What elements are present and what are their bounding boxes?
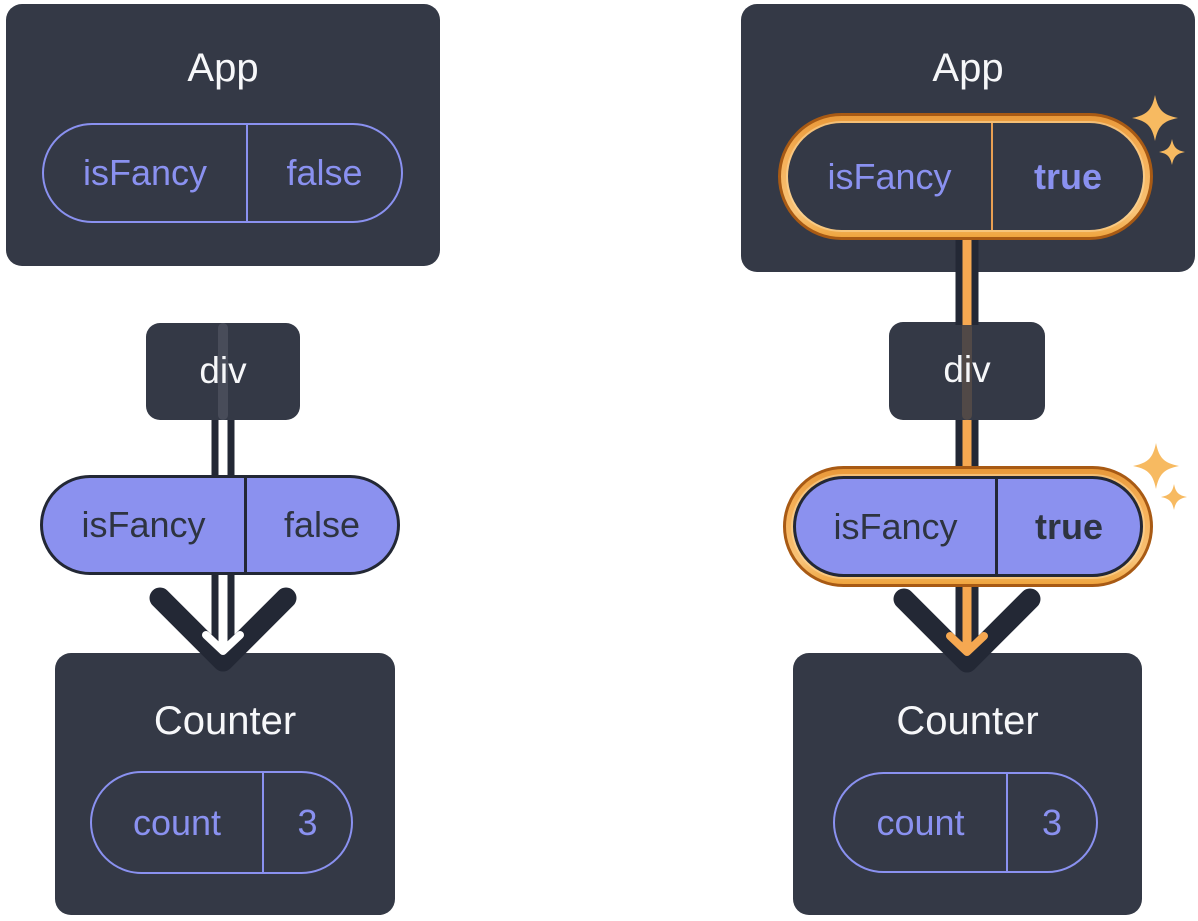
component-title-app: App (932, 46, 1004, 90)
div-node-box-after: div (889, 322, 1045, 420)
div-node-box-before: div (146, 323, 300, 420)
changed-prop-highlight-ring: isFancy true (783, 466, 1153, 587)
state-key: isFancy (788, 123, 993, 230)
prop-pill-before: isFancy false (40, 475, 400, 575)
state-pill-app-before: isFancy false (42, 123, 403, 223)
component-title-app: App (187, 46, 259, 90)
state-value: false (286, 152, 363, 193)
state-pill-counter-before: count 3 (90, 771, 353, 874)
state-value: true (1033, 155, 1102, 197)
sparkle-icon (1161, 484, 1187, 510)
node-title-div: div (943, 349, 991, 391)
arrow-ghost-line (218, 323, 228, 420)
prop-value: false (283, 504, 361, 545)
component-title-counter: Counter (153, 699, 297, 743)
state-key: isFancy (44, 125, 248, 221)
prop-key: isFancy (796, 479, 998, 574)
state-value: 3 (1041, 801, 1063, 843)
prop-value: true (1034, 505, 1103, 547)
state-value: 3 (297, 801, 318, 843)
component-title-counter: Counter (896, 699, 1039, 743)
prop-pill-after: isFancy true (793, 476, 1143, 577)
state-key: count (835, 774, 1008, 871)
state-pill-app-after: isFancy true (788, 123, 1143, 230)
state-key: count (92, 773, 264, 872)
prop-key: isFancy (43, 478, 247, 572)
changed-state-highlight-ring: isFancy true (778, 113, 1153, 240)
state-pill-counter-after: count 3 (833, 772, 1098, 873)
node-title-div: div (199, 349, 247, 391)
arrow-ghost-line (962, 322, 972, 420)
